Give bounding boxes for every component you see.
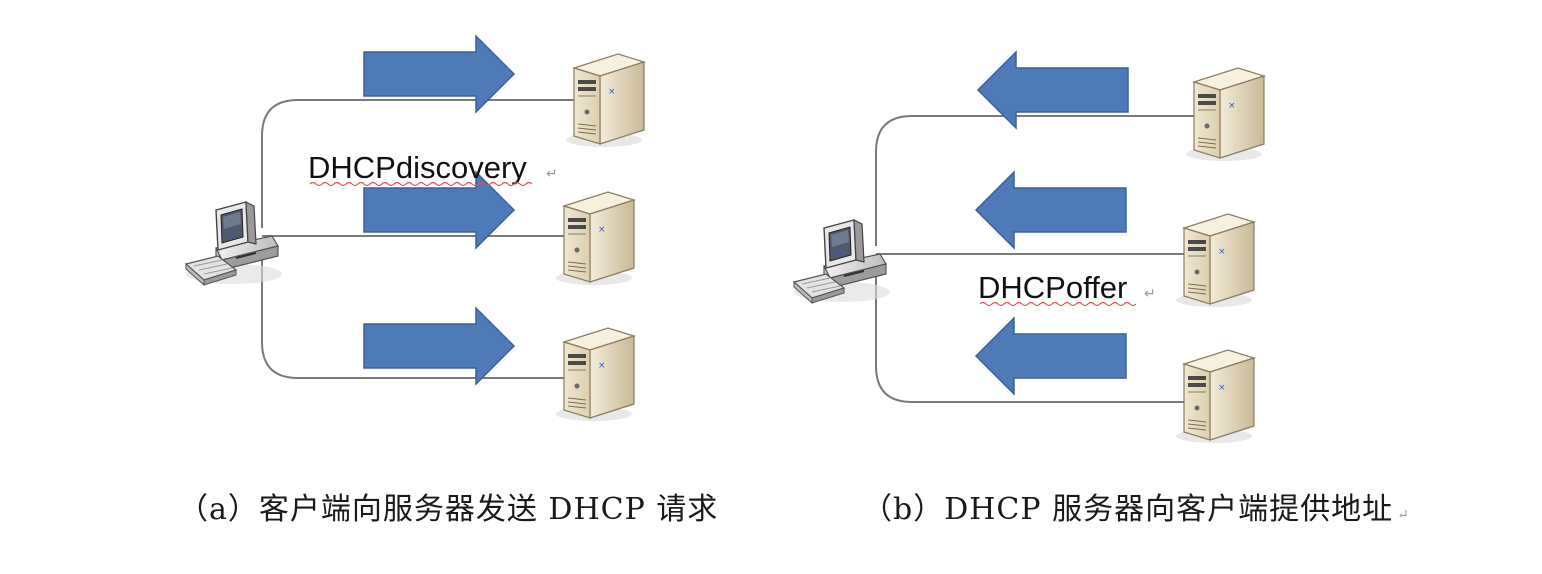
server-icon <box>555 327 635 422</box>
arrow-right-icon <box>363 307 515 385</box>
arrow-left-icon <box>975 317 1127 395</box>
link-line-a-top <box>261 99 580 228</box>
link-line-b-top <box>875 115 1198 246</box>
server-icon <box>565 53 645 148</box>
caption-b-text: （b）DHCP 服务器向客户端提供地址 <box>862 492 1394 527</box>
client-computer-icon <box>185 201 283 286</box>
link-line-b-bottom <box>875 262 1188 403</box>
arrow-left-icon <box>975 171 1127 249</box>
return-mark: ↵ <box>546 166 558 182</box>
spellcheck-squiggle <box>309 181 533 187</box>
return-mark: ↵ <box>1144 286 1156 302</box>
spellcheck-squiggle <box>979 301 1137 307</box>
dhcp-offer-label: DHCPoffer <box>978 270 1127 305</box>
caption-a-text: （a）客户端向服务器发送 DHCP 请求 <box>178 492 719 527</box>
server-icon <box>1175 349 1255 444</box>
link-line-a-bottom <box>261 244 570 379</box>
return-mark: ↵ <box>1397 507 1410 523</box>
dhcp-discovery-label: DHCPdiscovery <box>308 150 527 185</box>
server-icon <box>1185 67 1265 162</box>
panel-b: DHCPoffer ↵ <box>793 51 1265 444</box>
panel-a: DHCPdiscovery ↵ <box>185 35 645 422</box>
server-icon <box>555 191 635 286</box>
caption-b: （b）DHCP 服务器向客户端提供地址↵ <box>862 484 1410 528</box>
server-icon <box>1175 213 1255 308</box>
caption-a: （a）客户端向服务器发送 DHCP 请求 <box>178 484 718 528</box>
